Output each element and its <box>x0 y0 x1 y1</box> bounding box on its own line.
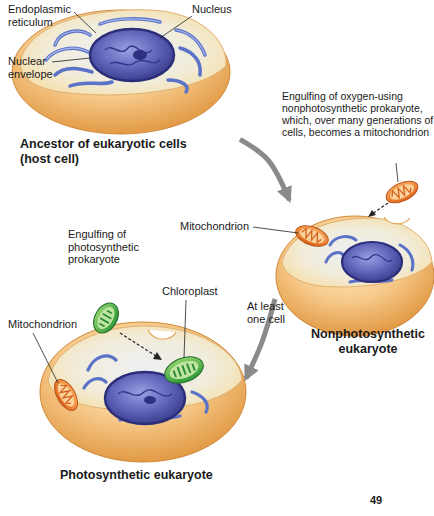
er-strand <box>180 48 200 75</box>
chromatin-strand <box>110 60 160 65</box>
membrane-pocket <box>384 217 410 224</box>
er-highlight <box>55 31 90 45</box>
cristae <box>390 183 413 200</box>
part-label: Nucleus <box>192 3 252 16</box>
cell-node: Photosynthetic eukaryote <box>38 310 246 490</box>
leader-line <box>74 12 96 33</box>
cristae <box>300 228 323 244</box>
er-strand <box>88 356 116 370</box>
thylakoid-stacks <box>98 309 114 327</box>
mitochondrion-membrane <box>50 376 83 414</box>
arrow-label: At least one cell <box>247 300 295 325</box>
mitochondrion-matrix <box>388 181 417 203</box>
nucleolus <box>133 50 147 60</box>
er-strand <box>168 80 187 92</box>
membrane-pocket <box>148 330 176 339</box>
mitochondrion-matrix <box>54 381 77 410</box>
er-strands <box>326 237 413 282</box>
dashed-arrow-head <box>153 352 162 360</box>
er-strand <box>55 68 92 75</box>
chromatin <box>105 46 160 65</box>
part-label: Engulfing of oxygen-using nonphotosynthe… <box>282 90 434 138</box>
part-label: Nuclear envelope <box>8 55 66 80</box>
er-strand <box>84 379 106 388</box>
nonphotosynthetic-cell <box>276 177 434 336</box>
er-strand <box>100 19 160 24</box>
cell-caption: Photosynthetic eukaryote <box>60 468 240 483</box>
er-strand <box>192 392 207 412</box>
mitochondrion <box>293 222 331 251</box>
cristae <box>57 383 75 406</box>
cell-body <box>40 322 246 462</box>
cytoplasm-cut <box>282 218 432 287</box>
prokaryote-interior <box>94 304 118 332</box>
er-highlight <box>100 19 160 24</box>
dashed-arrow <box>372 203 388 214</box>
chloroplast-stroma <box>167 357 201 382</box>
thylakoid-stacks <box>173 362 195 378</box>
part-label: Endoplasmic reticulum <box>8 3 80 28</box>
cell-node: Nonphotosynthetic eukaryote <box>275 200 434 365</box>
mitochondrion <box>50 376 83 414</box>
cell-caption: Ancestor of eukaryotic cells (host cell) <box>20 137 210 167</box>
cell-caption: Nonphotosynthetic eukaryote <box>302 327 434 357</box>
mitochondrion-membrane <box>293 222 331 251</box>
leader-line <box>160 16 192 38</box>
prokaryote-membrane <box>88 299 123 338</box>
er-strands <box>46 19 205 92</box>
leader-line <box>184 300 186 358</box>
leader-line <box>396 163 398 182</box>
part-label: Engulfing of photosynthetic prokaryote <box>68 228 152 266</box>
er-highlight <box>176 30 205 55</box>
dashed-arrow <box>120 333 156 356</box>
nucleus <box>342 242 402 282</box>
er-strand <box>46 48 88 60</box>
er-highlight <box>46 48 88 60</box>
photosynthetic-prokaryote <box>88 299 123 338</box>
er-strand <box>55 31 90 45</box>
mitochondrion <box>383 177 421 208</box>
part-label: Chloroplast <box>162 285 232 298</box>
part-label: Mitochondrion <box>8 318 88 331</box>
dashed-arrow-head <box>368 210 376 217</box>
mitochondrion-membrane <box>383 177 421 208</box>
cell-body <box>276 216 434 336</box>
chromatin-strand <box>118 390 172 396</box>
er-strand <box>70 82 112 86</box>
mitochondrion-matrix <box>298 226 327 246</box>
part-label: Mitochondrion <box>180 220 260 233</box>
leader-line <box>52 58 90 62</box>
leader-line <box>33 333 58 383</box>
page-number: 49 <box>370 494 400 507</box>
leader-line <box>253 227 298 233</box>
nucleolus <box>144 396 156 404</box>
chromatin-strand <box>352 255 392 262</box>
process-arrow <box>240 139 289 200</box>
er-strand <box>330 237 356 245</box>
